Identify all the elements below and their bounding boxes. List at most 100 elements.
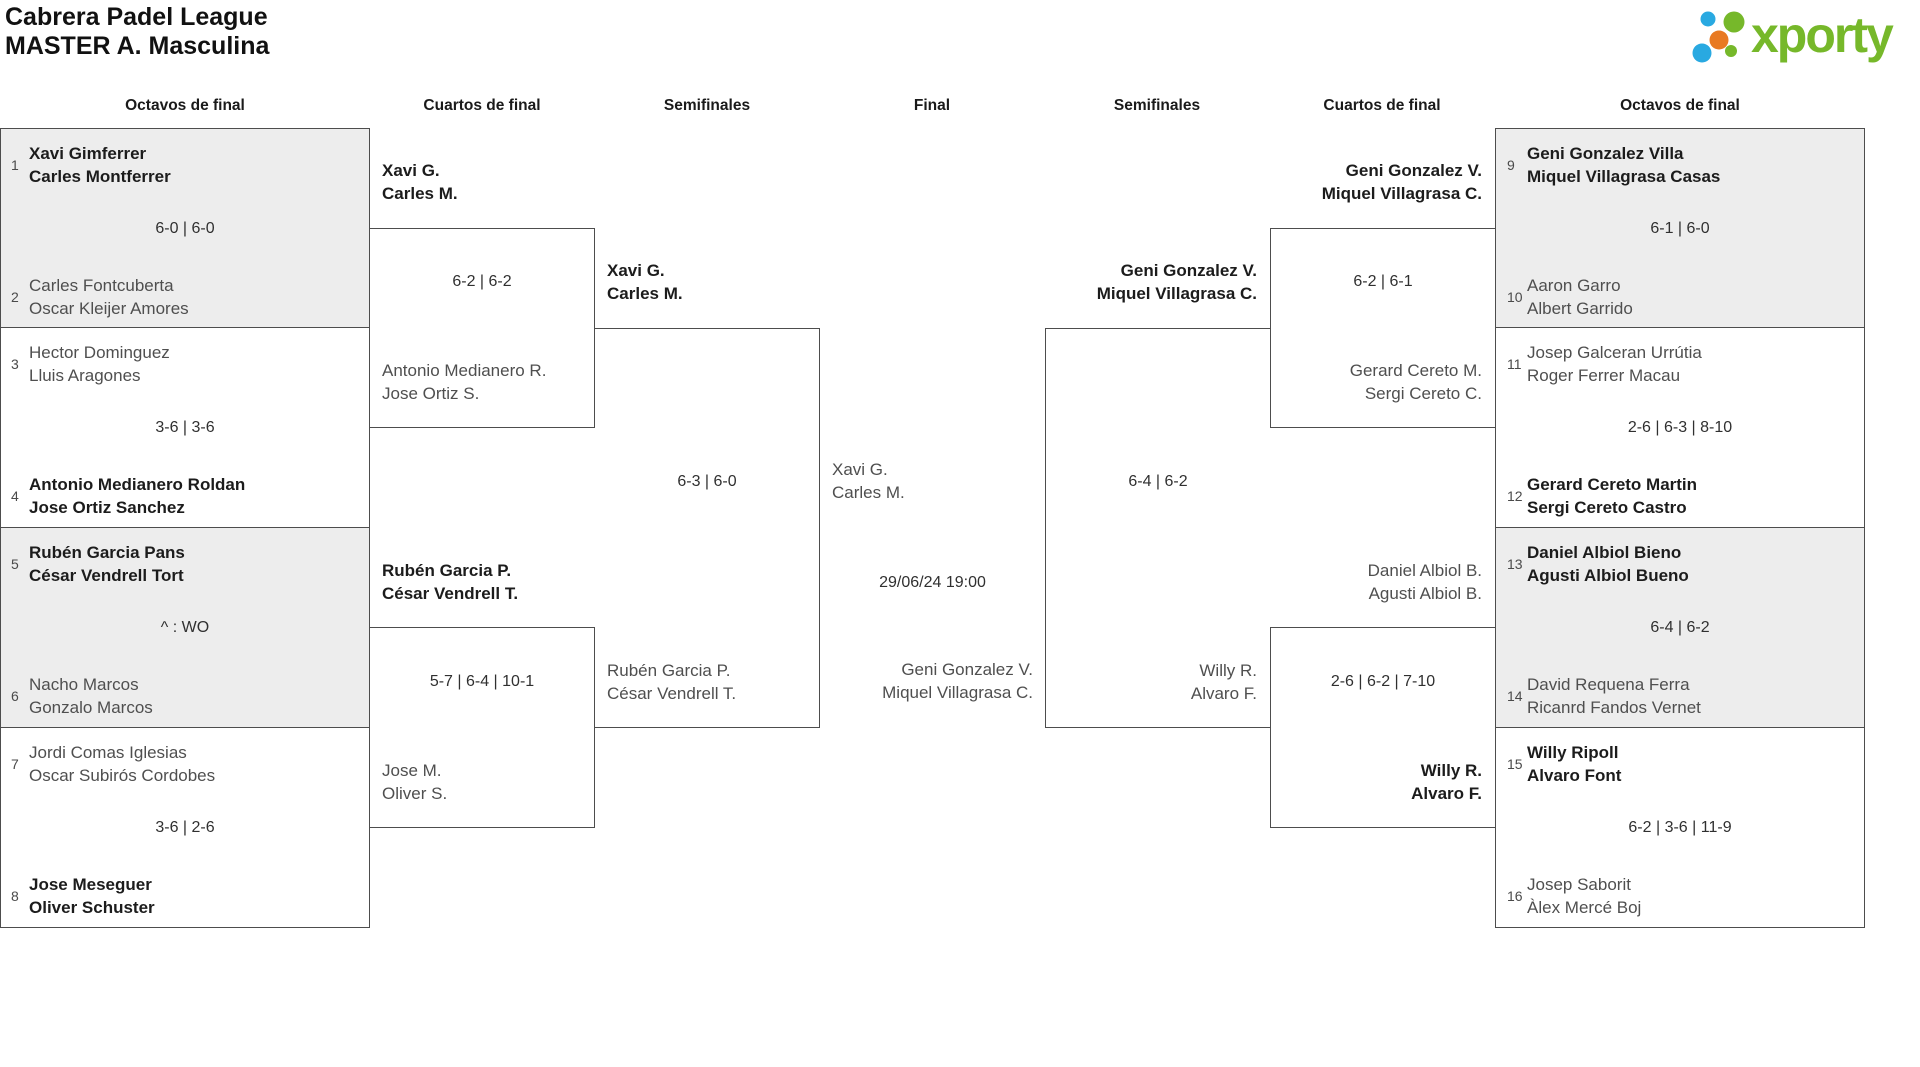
team-name-line: Miquel Villagrasa C.	[882, 683, 1033, 702]
team-name-line: César Vendrell T.	[382, 584, 519, 603]
team-entry: Gerard Cereto M. Sergi Cereto C.	[1271, 359, 1482, 405]
match-box-r16-r4[interactable]: 15 Willy Ripoll Alvaro Font 6-2 | 3-6 | …	[1495, 727, 1865, 928]
team-name-line: Carles M.	[832, 483, 905, 502]
team-name-line: Rubén Garcia Pans	[29, 543, 185, 562]
team-entry: Willy R. Alvaro F.	[1271, 759, 1482, 805]
team-entry: Josep Galceran Urrútia Roger Ferrer Maca…	[1527, 341, 1702, 387]
team-name-line: Agusti Albiol B.	[1368, 584, 1482, 603]
team-name-line: Aaron Garro	[1527, 276, 1621, 295]
match-score: 6-2 | 3-6 | 11-9	[1628, 819, 1732, 836]
round-header-final: Final	[913, 97, 951, 114]
team-entry: Xavi G. Carles M.	[607, 259, 683, 305]
match-box-r16-l2[interactable]: 3 Hector Dominguez Lluis Aragones 3-6 | …	[0, 327, 370, 528]
team-name-line: Jordi Comas Iglesias	[29, 743, 187, 762]
round-header-octavos-right: Octavos de final	[1620, 97, 1740, 114]
seed-number: 13	[1507, 556, 1523, 572]
team-name-line: Ricanrd Fandos Vernet	[1527, 698, 1701, 717]
match-box-r16-l3[interactable]: 5 Rubén Garcia Pans César Vendrell Tort …	[0, 527, 370, 728]
team-name-line: Carles M.	[607, 284, 683, 303]
xporty-logo[interactable]: xporty	[1751, 7, 1894, 63]
match-box-sf-left[interactable]: Xavi G. Carles M. 6-3 | 6-0 Rubén Garcia…	[595, 261, 820, 728]
match-box-qf-l1[interactable]: Xavi G. Carles M. 6-2 | 6-2 Antonio Medi…	[370, 161, 595, 428]
team-name-line: Gerard Cereto Martin	[1527, 475, 1698, 494]
match-score: 3-6 | 2-6	[155, 819, 215, 836]
team-name-line: Oscar Kleijer Amores	[29, 299, 189, 318]
team-name-line: Xavi G.	[607, 261, 665, 280]
seed-number: 3	[11, 356, 19, 372]
team-name-line: Sergi Cereto C.	[1364, 384, 1482, 403]
xporty-dots-icon	[1692, 11, 1745, 63]
team-name-line: Gonzalo Marcos	[29, 698, 153, 717]
round-header-semis-right: Semifinales	[1113, 97, 1201, 114]
match-box-r16-r2[interactable]: 11 Josep Galceran Urrútia Roger Ferrer M…	[1495, 327, 1865, 528]
team-name-line: Miquel Villagrasa C.	[1096, 284, 1257, 303]
match-box-r16-r3[interactable]: 13 Daniel Albiol Bieno Agusti Albiol Bue…	[1495, 527, 1865, 728]
match-box-qf-r2[interactable]: Daniel Albiol B. Agusti Albiol B. 2-6 | …	[1270, 561, 1495, 828]
team-entry: Willy Ripoll Alvaro Font	[1527, 741, 1621, 787]
match-score-walkover: ^ : WO	[160, 619, 210, 636]
team-entry: Antonio Medianero R. Jose Ortiz S.	[382, 359, 546, 405]
seed-number: 9	[1507, 157, 1515, 173]
team-entry: Geni Gonzalez V. Miquel Villagrasa C.	[1046, 259, 1257, 305]
team-entry: Xavi Gimferrer Carles Montferrer	[29, 142, 171, 188]
team-name-line: Rubén Garcia P.	[382, 561, 512, 580]
team-name-line: Oliver S.	[382, 784, 448, 803]
match-box-final[interactable]: Xavi G. Carles M. 29/06/24 19:00 Geni Go…	[820, 328, 1045, 728]
match-box-qf-l2[interactable]: Rubén Garcia P. César Vendrell T. 5-7 | …	[370, 561, 595, 828]
team-name-line: Geni Gonzalez V.	[901, 660, 1033, 679]
team-entry: Geni Gonzalez Villa Miquel Villagrasa Ca…	[1527, 142, 1720, 188]
match-score: 6-4 | 6-2	[1128, 473, 1188, 490]
match-box-qf-r1[interactable]: Geni Gonzalez V. Miquel Villagrasa C. 6-…	[1270, 161, 1495, 428]
team-name-line: Oliver Schuster	[29, 898, 155, 917]
match-box-r16-l1[interactable]: 1 Xavi Gimferrer Carles Montferrer 6-0 |…	[0, 128, 370, 328]
team-name-line: Rubén Garcia P.	[607, 661, 731, 680]
team-name-line: Miquel Villagrasa Casas	[1527, 167, 1721, 186]
team-name-line: Agusti Albiol Bueno	[1527, 566, 1689, 585]
team-name-line: Jose Meseguer	[29, 875, 152, 894]
team-name-line: Carles Montferrer	[29, 167, 171, 186]
round-header-octavos-left: Octavos de final	[125, 97, 245, 114]
team-name-line: Carles Fontcuberta	[29, 276, 174, 295]
team-entry: Xavi G. Carles M.	[382, 159, 458, 205]
match-score: 6-2 | 6-1	[1353, 273, 1413, 290]
seed-number: 8	[11, 888, 19, 904]
seed-number: 6	[11, 688, 19, 704]
team-name-line: Jose Ortiz Sanchez	[29, 498, 185, 517]
team-name-line: Lluis Aragones	[29, 366, 141, 385]
team-name-line: Willy Ripoll	[1527, 743, 1619, 762]
team-name-line: Josep Galceran Urrútia	[1527, 343, 1702, 362]
team-name-line: Sergi Cereto Castro	[1527, 498, 1687, 517]
team-entry: Rubén Garcia Pans César Vendrell Tort	[29, 541, 185, 587]
match-schedule: 29/06/24 19:00	[879, 574, 986, 591]
match-box-sf-right[interactable]: Geni Gonzalez V. Miquel Villagrasa C. 6-…	[1045, 261, 1270, 728]
team-name-line: Xavi G.	[382, 161, 440, 180]
match-score: 5-7 | 6-4 | 10-1	[429, 673, 535, 690]
team-entry: Hector Dominguez Lluis Aragones	[29, 341, 170, 387]
team-entry: Willy R. Alvaro F.	[1046, 659, 1257, 705]
team-name-line: Carles M.	[382, 184, 458, 203]
team-name-line: Geni Gonzalez V.	[1345, 161, 1482, 180]
seed-number: 12	[1507, 488, 1523, 504]
seed-number: 15	[1507, 756, 1523, 772]
team-name-line: Daniel Albiol Bieno	[1527, 543, 1682, 562]
match-box-r16-r1[interactable]: 9 Geni Gonzalez Villa Miquel Villagrasa …	[1495, 128, 1865, 328]
category-name: MASTER A. Masculina	[5, 32, 270, 60]
team-entry: Rubén Garcia P. César Vendrell T.	[382, 559, 518, 605]
team-entry: Daniel Albiol B. Agusti Albiol B.	[1271, 559, 1482, 605]
team-name-line: Daniel Albiol B.	[1367, 561, 1482, 580]
team-name-line: Willy R.	[1199, 661, 1257, 680]
team-entry: Geni Gonzalez V. Miquel Villagrasa C.	[820, 658, 1033, 704]
seed-number: 10	[1507, 289, 1523, 305]
seed-number: 2	[11, 289, 19, 305]
team-name-line: Àlex Mercé Boj	[1527, 898, 1642, 917]
match-box-r16-l4[interactable]: 7 Jordi Comas Iglesias Oscar Subirós Cor…	[0, 727, 370, 928]
seed-number: 4	[11, 488, 19, 504]
tournament-name: Cabrera Padel League	[5, 3, 268, 31]
team-name-line: Hector Dominguez	[29, 343, 170, 362]
match-score: 6-3 | 6-0	[677, 473, 737, 490]
team-name-line: Willy R.	[1420, 761, 1482, 780]
team-name-line: Xavi Gimferrer	[29, 144, 147, 163]
team-entry: Aaron Garro Albert Garrido	[1527, 274, 1633, 320]
seed-number: 16	[1507, 888, 1523, 904]
